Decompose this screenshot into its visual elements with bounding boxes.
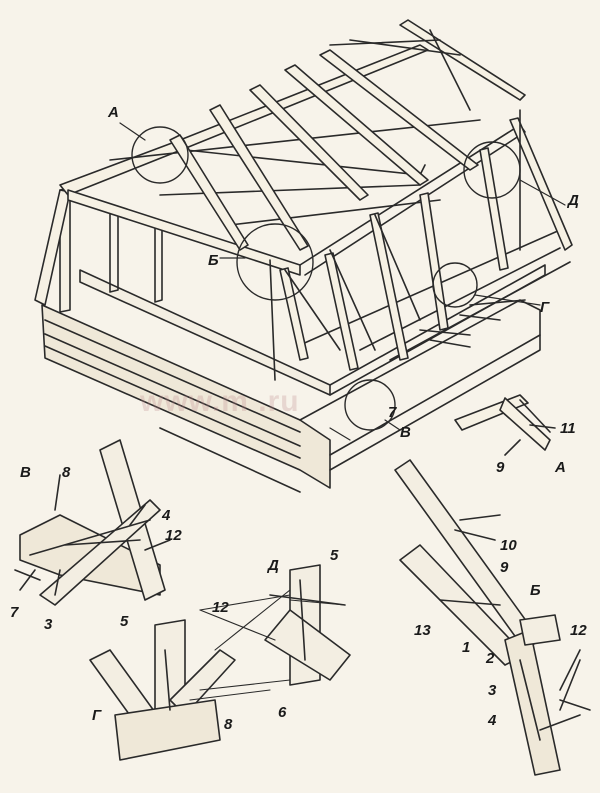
label-g-main: Г: [540, 299, 550, 316]
label-10-b: 10: [500, 537, 517, 554]
base-walls: [41, 299, 541, 493]
label-3-v: 3: [44, 616, 53, 633]
label-8-v: 8: [62, 464, 71, 481]
label-v-detail: В: [20, 464, 31, 481]
label-v-main: В: [400, 424, 411, 441]
label-12-d: 12: [212, 599, 229, 616]
mansard-struts: [269, 109, 573, 381]
detail-g: [89, 619, 236, 761]
detail-circles: [131, 126, 521, 431]
watermark-text: www.m .ru: [140, 385, 300, 418]
fastener-lines: [189, 589, 346, 701]
label-13-b: 13: [414, 622, 431, 639]
label-5-g: 5: [120, 613, 129, 630]
left-frame: [34, 139, 187, 313]
label-3-b: 3: [488, 682, 497, 699]
label-4-b: 4: [488, 712, 497, 729]
label-b-main: Б: [208, 252, 219, 269]
label-12-b: 12: [570, 622, 587, 639]
label-2-b: 2: [486, 650, 495, 667]
detail-v: [14, 439, 171, 606]
detail-d: [264, 564, 351, 686]
rafters: [169, 19, 526, 251]
label-12-v: 12: [165, 527, 182, 544]
label-b-detail: Б: [530, 582, 541, 599]
label-11: 11: [560, 420, 576, 437]
label-8-g: 8: [224, 716, 233, 733]
label-7-main: 7: [388, 404, 397, 421]
detail-a: [454, 394, 556, 456]
detail-b: [394, 459, 591, 776]
label-1-b: 1: [462, 639, 471, 656]
label-5-d: 5: [330, 547, 339, 564]
label-9-b: 9: [500, 559, 509, 576]
leader-lines: [119, 122, 566, 441]
label-g-detail: Г: [92, 707, 102, 724]
label-a-detail: А: [555, 459, 566, 476]
label-7-v: 7: [10, 604, 19, 621]
label-a-main: А: [108, 104, 119, 121]
label-9-a: 9: [496, 459, 505, 476]
label-d-main: Д: [568, 192, 579, 209]
label-6-g: 6: [278, 704, 287, 721]
label-d-detail: Д: [268, 557, 279, 574]
label-4-v: 4: [162, 507, 171, 524]
